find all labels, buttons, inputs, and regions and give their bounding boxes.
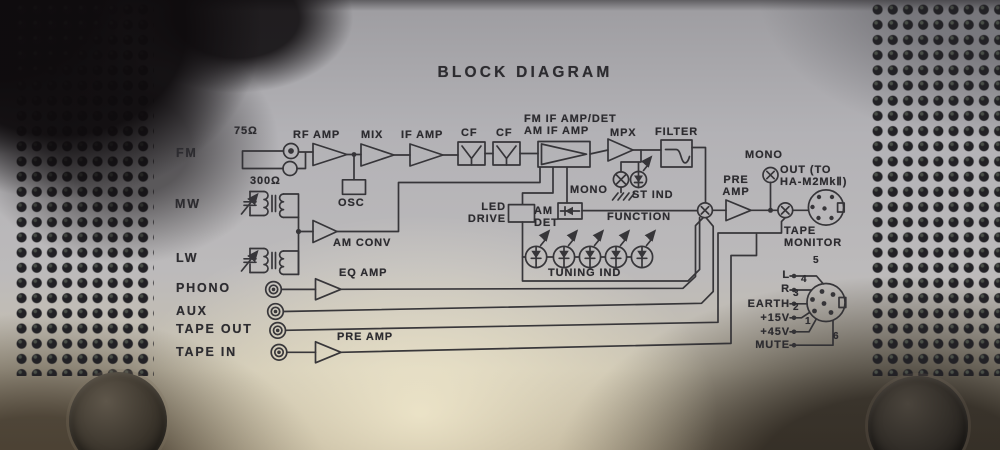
label-if-amp: IF AMP [401,129,444,141]
tuning-led-3 [579,229,605,267]
st-ind-light-arrow-icon [640,155,653,170]
label-conn-r: R [781,283,790,295]
filter-box [661,140,692,167]
label-tape-monitor: TAPE MONITOR [784,225,843,249]
label-rf-amp: RF AMP [293,129,341,141]
label-led-drive: LED DRIVE [467,201,506,225]
tuning-indicator-leds [523,229,657,267]
label-tuning-ind: TUNING IND [548,267,622,279]
label-if-det-block: FM IF AMP/DET AM IF AMP [524,113,617,137]
label-pin5: 5 [813,255,819,266]
label-pre-amp-tape: PRE AMP [337,331,394,343]
led-drive-box [509,205,535,222]
label-mono-st: MONO [570,184,608,196]
rf-amp-symbol [313,144,347,166]
phono-jack-symbol [266,282,282,298]
label-aux: AUX [176,304,208,318]
label-tape-out: TAPE OUT [176,322,253,336]
tuning-led-4 [605,229,631,267]
label-75-ohm: 75Ω [234,125,258,137]
label-osc: OSC [338,197,365,209]
label-conn-45v: +45V [760,325,790,338]
label-st-ind: ST IND [632,189,674,201]
label-pre-amp: PRE AMP [722,174,750,198]
tape-out-jack-symbol [270,323,286,339]
label-conn-15v: +15V [760,311,790,324]
tuning-led-2 [553,229,579,267]
if-amp-symbol [410,144,443,166]
label-pin3: 3 [793,288,799,299]
label-mw: MW [175,197,201,211]
filter-curve [666,150,690,163]
label-pin1: 1 [805,316,811,327]
mpx-symbol [608,139,633,161]
tape-in-jack-symbol [271,345,287,361]
label-phono: PHONO [176,281,231,295]
pre-amp-symbol [726,200,751,221]
tuning-led-5 [631,229,657,267]
fm-antenna-input [243,144,314,176]
label-conn-mute: MUTE [755,338,790,351]
osc-box [343,180,366,195]
label-conn-earth: EARTH [747,297,790,310]
tape-pre-amp-symbol [316,342,342,363]
label-mpx: MPX [610,127,637,139]
label-mono-out: MONO [745,149,783,161]
page-title: BLOCK DIAGRAM [437,64,613,81]
label-pin2: 2 [793,302,799,313]
label-conn-l: L [782,269,790,281]
label-filter: FILTER [655,126,699,138]
tuning-led-1 [526,229,551,267]
label-300-ohm: 300Ω [250,175,281,187]
aux-jack-symbol [268,304,284,320]
label-lw: LW [176,251,199,265]
label-mix: MIX [361,129,384,141]
label-cf2: CF [496,127,513,139]
label-am-det: AM DET [534,205,559,229]
label-cf1: CF [461,127,478,139]
label-pin4: 4 [801,274,807,285]
label-eq-amp: EQ AMP [339,267,388,279]
label-out-to: OUT (TO HA-M2MkⅡ) [780,164,848,188]
label-pin6: 6 [833,331,839,342]
label-fm: FM [176,146,198,160]
mix-symbol [361,144,394,166]
diode-symbol [565,206,573,216]
eq-amp-symbol [316,279,342,300]
label-tape-in: TAPE IN [176,345,237,359]
label-function: FUNCTION [607,211,672,223]
label-am-conv: AM CONV [333,237,392,249]
